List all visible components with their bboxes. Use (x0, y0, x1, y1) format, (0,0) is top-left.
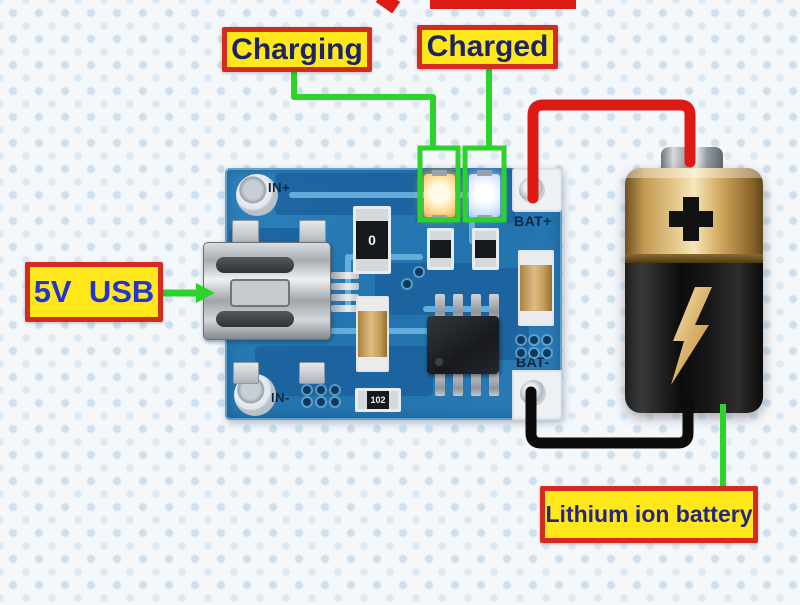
mini-usb-connector (203, 242, 331, 340)
charged-label-text: Charged (426, 30, 549, 63)
chip-pin (435, 370, 445, 396)
via (331, 386, 339, 394)
capacitor (518, 250, 554, 326)
resistor-body (475, 240, 496, 258)
battery-label-text: Lithium ion battery (545, 501, 753, 527)
via (517, 349, 525, 357)
tp4056-chip (427, 316, 499, 374)
lithium-battery-illustration (625, 147, 763, 413)
charging-leader-line (291, 70, 436, 148)
capacitor-pad (358, 298, 387, 311)
battery-label: Lithium ion battery (540, 486, 758, 543)
via (317, 398, 325, 406)
chip-pin (471, 294, 481, 320)
resistor-pad (430, 231, 451, 240)
usb-emboss-slot (216, 311, 294, 327)
usb-pin (331, 294, 359, 301)
resistor-pad (475, 258, 496, 267)
chip-pin (489, 294, 499, 320)
resistor-pad (358, 391, 367, 409)
via (543, 336, 551, 344)
zero-ohm-resistor: 0 (353, 206, 391, 274)
via (403, 280, 411, 288)
charging-label: Charging (222, 27, 372, 72)
capacitor-body (520, 265, 552, 311)
charged-led (469, 170, 500, 221)
smd-resistor-102: 102 (355, 388, 401, 412)
led-resistor (427, 228, 454, 270)
via (543, 349, 551, 357)
battery-top-highlight (625, 168, 763, 178)
mounting-hole-top-left (236, 174, 278, 216)
resistor-marking: 102 (367, 391, 389, 409)
usb-solder-tab (233, 362, 259, 384)
bat-plus-hole (519, 177, 545, 203)
silkscreen-in-plus: IN+ (268, 180, 291, 195)
resistor-pad (356, 259, 388, 271)
capacitor-pad (520, 311, 552, 324)
led-resistor (472, 228, 499, 270)
capacitor (356, 296, 389, 372)
via (331, 398, 339, 406)
chip-pin (453, 294, 463, 320)
pcb-patch (255, 346, 433, 396)
resistor-pad (356, 209, 388, 221)
resistor-pad (475, 231, 496, 240)
usb-label: 5V USB (25, 262, 163, 322)
usb-solder-tab (299, 220, 326, 245)
charging-led (424, 170, 455, 221)
chip-pin (489, 370, 499, 396)
chip-pin (471, 370, 481, 396)
chip-pin (435, 294, 445, 320)
led-contact (477, 215, 492, 221)
lightning-bolt-icon (671, 287, 712, 385)
led-contact (477, 170, 492, 176)
cropped-red-wire-artifact (430, 0, 576, 9)
usb-pin (331, 305, 359, 312)
usb-pin (331, 272, 359, 279)
usb-emboss-center (230, 279, 290, 307)
via (303, 386, 311, 394)
led-contact (432, 170, 447, 176)
tp4056-charger-board: IN+ IN- BAT+ BAT- (203, 168, 562, 420)
resistor-body (430, 240, 451, 258)
resistor-marking: 0 (356, 221, 388, 259)
resistor-pad (430, 258, 451, 267)
capacitor-pad (358, 357, 387, 370)
via (530, 336, 538, 344)
usb-label-text: 5V USB (33, 274, 155, 309)
battery-plus-symbol (683, 197, 699, 241)
charging-label-text: Charging (231, 32, 363, 66)
battery-section-divider (625, 254, 763, 263)
usb-solder-tab (232, 220, 259, 245)
via (415, 268, 423, 276)
led-contact (432, 215, 447, 221)
via (530, 349, 538, 357)
capacitor-pad (520, 252, 552, 265)
usb-emboss-slot (216, 257, 294, 273)
charged-label: Charged (417, 25, 558, 69)
silkscreen-bat-plus: BAT+ (514, 213, 552, 229)
capacitor-body (358, 311, 387, 357)
via (303, 398, 311, 406)
bat-minus-hole (520, 380, 546, 406)
silkscreen-bat-minus: BAT- (516, 354, 550, 370)
usb-pin (331, 283, 359, 290)
chip-pin (453, 370, 463, 396)
silkscreen-in-minus: IN- (271, 390, 290, 405)
cropped-red-wire-artifact (375, 0, 401, 14)
pcb-trace (289, 192, 475, 198)
chip-pin1-dot (435, 358, 443, 366)
usb-solder-tab (299, 362, 325, 384)
resistor-pad (389, 391, 398, 409)
via (517, 336, 525, 344)
via (317, 386, 325, 394)
battery-body (625, 168, 763, 413)
